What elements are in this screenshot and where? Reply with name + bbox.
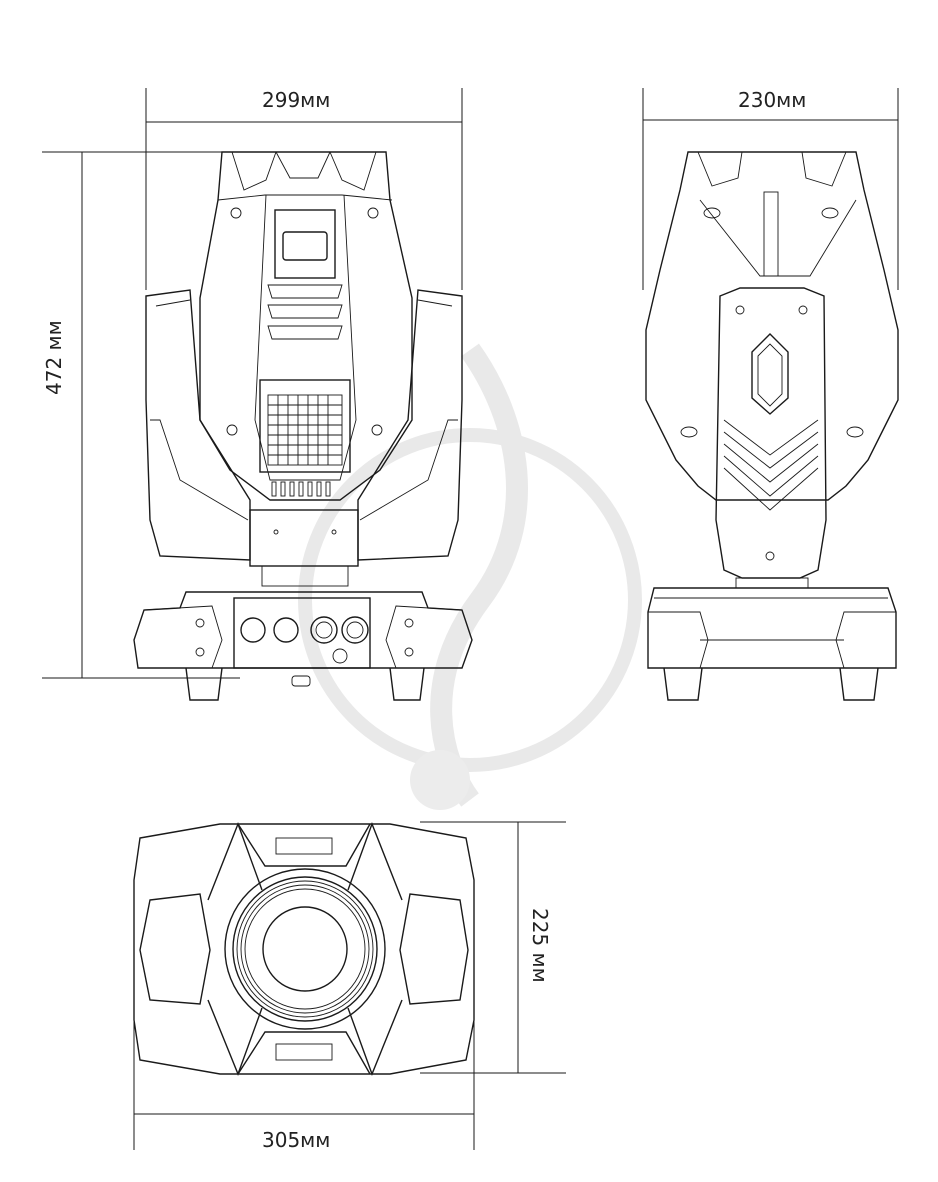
watermark-logo [298, 343, 642, 810]
front-view [42, 88, 473, 701]
bottom-width-label: 305мм [262, 1128, 331, 1152]
depth-label: 225 мм [528, 908, 552, 983]
side-width-label: 230мм [738, 88, 807, 112]
bottom-view [133, 821, 566, 1150]
side-view [642, 88, 899, 701]
front-width-label: 299мм [262, 88, 331, 112]
height-label: 472 мм [42, 320, 66, 395]
